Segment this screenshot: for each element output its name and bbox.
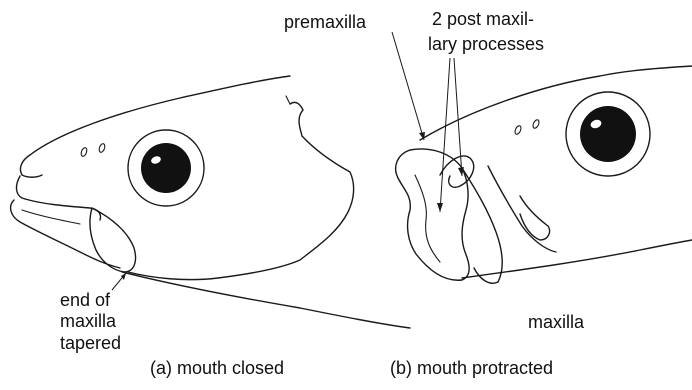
nostril-icon — [98, 143, 106, 153]
maxilla-label: maxilla — [528, 312, 585, 332]
scale-mark — [286, 96, 290, 104]
eye-pupil-closed — [141, 143, 191, 193]
post-maxillary-label-line2: lary processes — [428, 34, 544, 54]
ventral-line-protracted — [462, 240, 692, 278]
premaxilla-label: premaxilla — [284, 12, 367, 32]
lower-jaw-closed — [11, 200, 120, 268]
upper-lip-closed — [16, 176, 100, 220]
end-of-maxilla-label-line1: end of — [60, 290, 111, 310]
fish-head-protracted — [392, 32, 692, 283]
premaxilla-pointer — [392, 32, 424, 140]
premaxilla-protracted — [396, 149, 469, 280]
end-of-maxilla-label-line3: tapered — [60, 333, 121, 353]
nostril-icon — [532, 119, 540, 129]
snout-closed — [20, 155, 42, 177]
opercle-flap — [520, 196, 550, 240]
maxilla-closed — [90, 208, 136, 272]
caption-a: (a) mouth closed — [150, 358, 284, 378]
eye-pupil-protracted — [580, 106, 636, 162]
caption-b: (b) mouth protracted — [390, 358, 553, 378]
nostril-icon — [514, 125, 522, 135]
post-maxillary-label-line1: 2 post maxil- — [432, 9, 534, 29]
head-outline-protracted — [420, 66, 692, 140]
post-maxillary-process — [440, 156, 474, 187]
ventral-line-closed — [122, 272, 410, 328]
pointer-arrowhead — [121, 273, 126, 280]
premaxilla-fold — [415, 175, 440, 262]
process-pointer-1 — [440, 58, 450, 212]
nostril-icon — [80, 147, 88, 157]
end-of-maxilla-label-line2: maxilla — [60, 311, 117, 331]
jaw-fold — [22, 210, 80, 224]
pointer-arrowhead — [437, 203, 443, 212]
